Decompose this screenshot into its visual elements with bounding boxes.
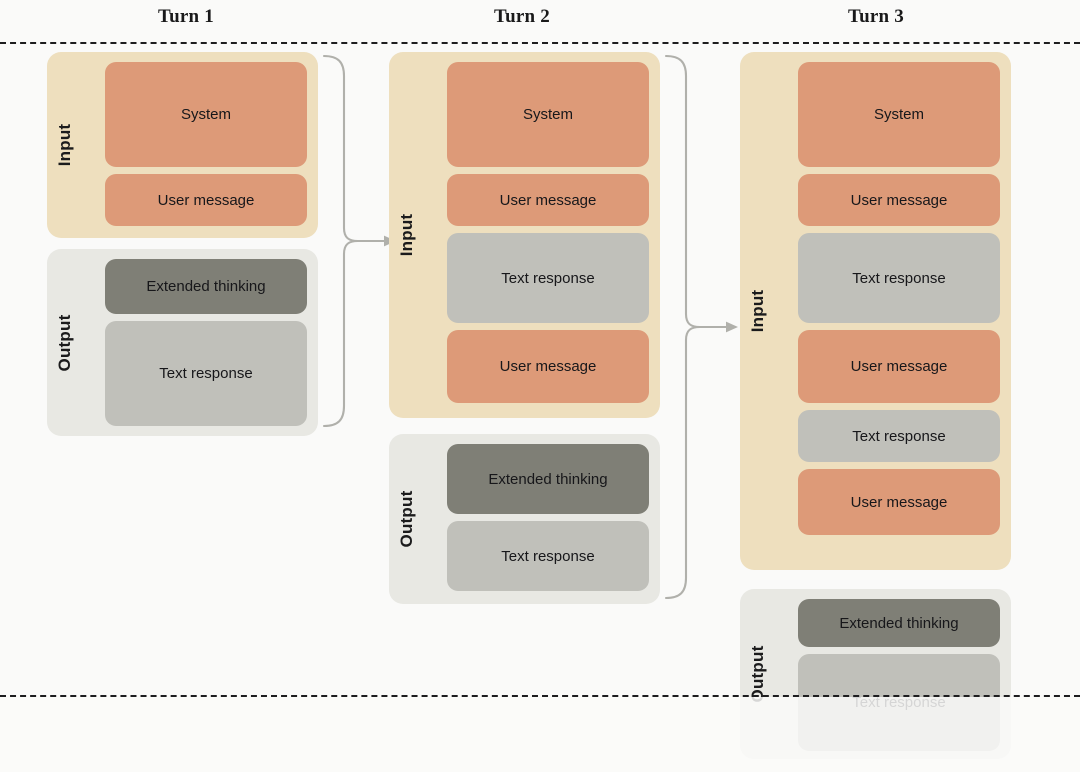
turn-2-title: Turn 2 [494, 6, 550, 27]
turn-3-output-label: Output [748, 645, 767, 703]
turn-2-output-label: Output [397, 490, 416, 548]
block-text-response: Text response [798, 233, 1000, 323]
turn-3-input-label: Input [748, 289, 767, 333]
block-extended-thinking: Extended thinking [798, 599, 1000, 647]
block-system: System [447, 62, 649, 167]
block-text-response: Text response [798, 654, 1000, 751]
connector-turn-1-to-2 [322, 52, 398, 430]
turn-2-input-group: Input System User message Text response … [389, 52, 660, 418]
block-text-response: Text response [447, 521, 649, 591]
turn-1-output-blocks: Extended thinking Text response [105, 259, 307, 426]
block-system: System [105, 62, 307, 167]
turn-3-output-blocks: Extended thinking Text response [798, 599, 1000, 751]
block-text-response: Text response [447, 233, 649, 323]
turn-3-input-blocks: System User message Text response User m… [798, 62, 1000, 560]
block-extended-thinking: Extended thinking [447, 444, 649, 514]
turn-1-output-label: Output [55, 314, 74, 371]
turn-2-output-blocks: Extended thinking Text response [447, 444, 649, 594]
dashed-rule-top [0, 42, 1080, 44]
block-text-response: Text response [105, 321, 307, 426]
block-user-message: User message [105, 174, 307, 226]
turn-3-title: Turn 3 [848, 6, 904, 27]
dashed-rule-bottom [0, 695, 1080, 697]
turn-3-input-group: Input System User message Text response … [740, 52, 1011, 570]
block-system: System [798, 62, 1000, 167]
turn-2-input-blocks: System User message Text response User m… [447, 62, 649, 408]
turn-1-input-blocks: System User message [105, 62, 307, 228]
turn-2-input-label: Input [397, 213, 416, 257]
turn-1-title: Turn 1 [158, 6, 214, 27]
turn-3-output-group: Output Extended thinking Text response [740, 589, 1011, 759]
turn-1-input-group: Input System User message [47, 52, 318, 238]
turn-2-output-group: Output Extended thinking Text response [389, 434, 660, 604]
block-user-message: User message [798, 174, 1000, 226]
block-user-message: User message [447, 174, 649, 226]
block-user-message: User message [798, 330, 1000, 403]
block-extended-thinking: Extended thinking [105, 259, 307, 314]
block-text-response: Text response [798, 410, 1000, 462]
turn-1-output-group: Output Extended thinking Text response [47, 249, 318, 436]
connector-turn-2-to-3 [664, 52, 740, 602]
turn-1-input-label: Input [55, 123, 74, 167]
block-user-message: User message [798, 469, 1000, 535]
block-user-message: User message [447, 330, 649, 403]
